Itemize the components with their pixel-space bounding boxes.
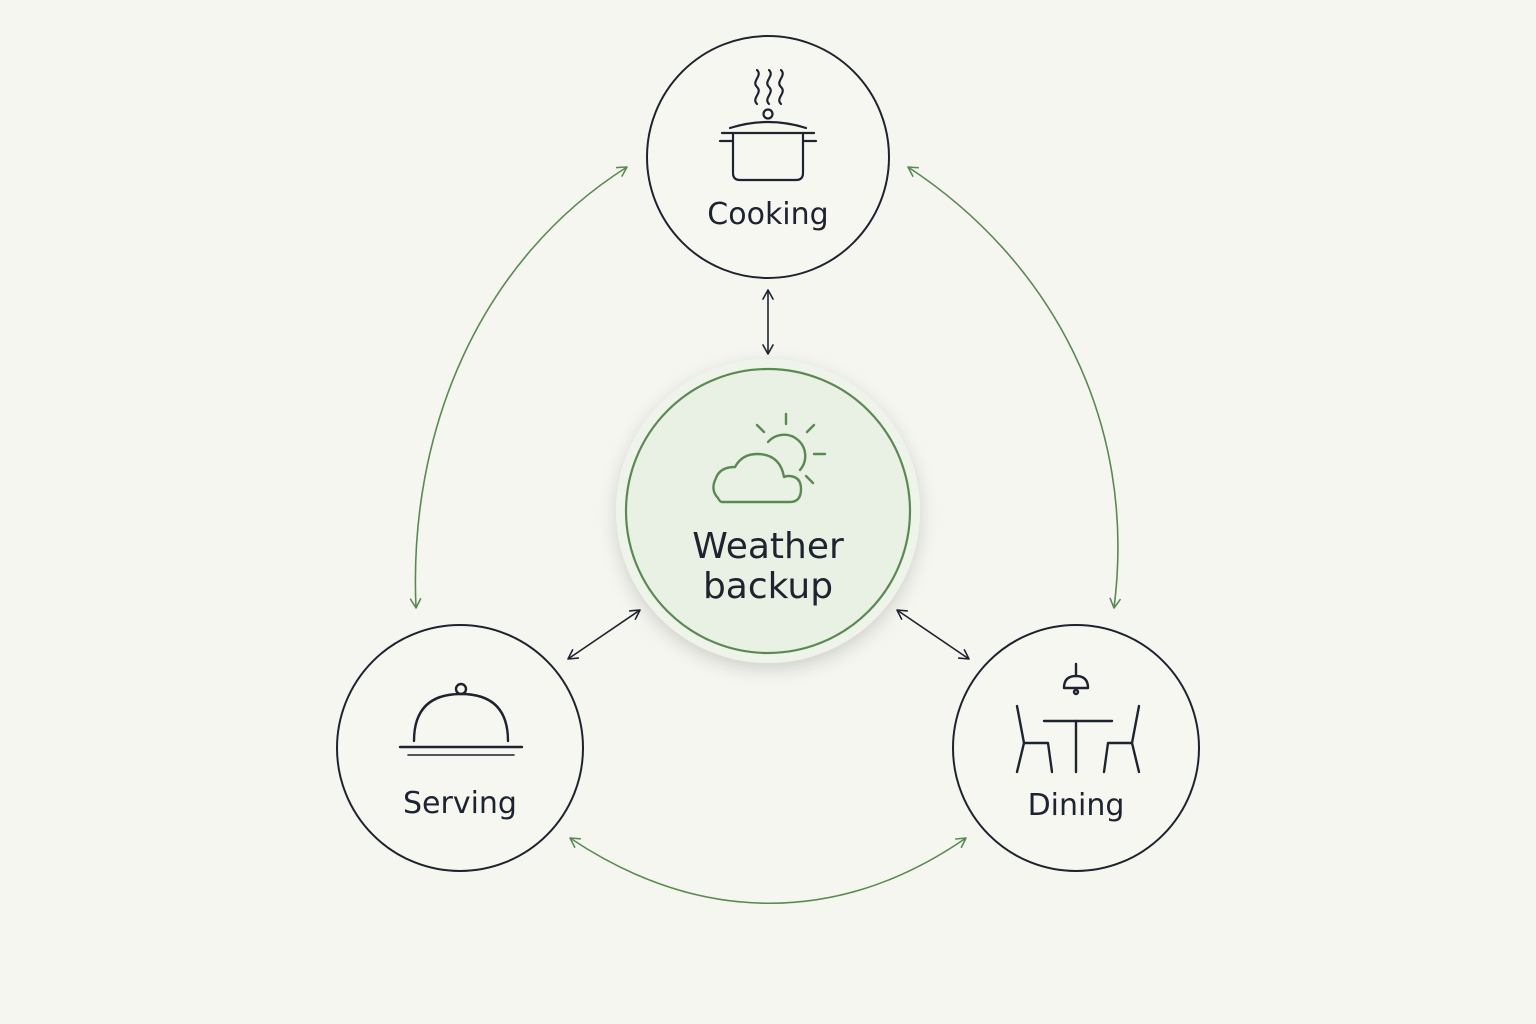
node-serving: Serving: [336, 624, 584, 872]
arrow-serving-dining: [569, 837, 967, 905]
cooking-label: Cooking: [707, 197, 828, 232]
cooking-pot-icon: [718, 68, 818, 182]
arrow-center-dining: [896, 609, 970, 660]
dining-table-icon: [1015, 662, 1141, 774]
arrow-cooking-dining: [907, 166, 1121, 609]
cloud-sun-icon: [712, 412, 827, 504]
arrow-serving-cooking: [409, 166, 628, 609]
node-cooking: Cooking: [646, 35, 890, 279]
serving-cloche-icon: [398, 682, 524, 756]
node-dining: Dining: [952, 624, 1200, 872]
dining-label: Dining: [1028, 788, 1125, 823]
arrow-center-serving: [567, 609, 641, 660]
serving-label: Serving: [403, 786, 517, 821]
center-label-line1: Weather: [692, 526, 844, 567]
center-label-line2: backup: [703, 566, 833, 607]
node-weather-backup: Weather backup: [616, 359, 920, 663]
